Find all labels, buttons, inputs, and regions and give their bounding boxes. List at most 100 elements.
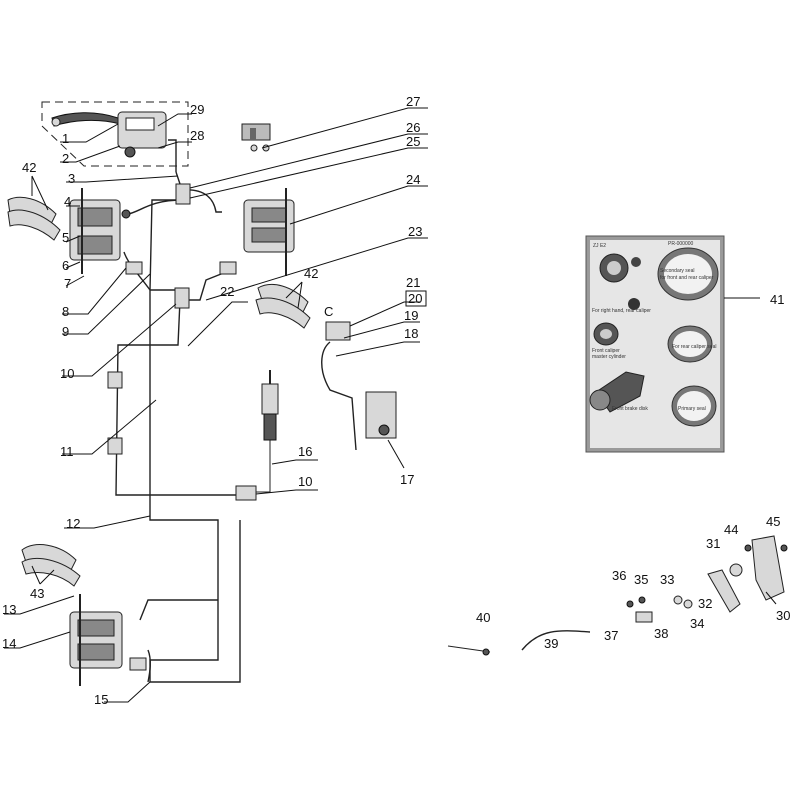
label-37: 37 [604,628,618,643]
leader-7 [65,275,85,287]
leader-18 [335,341,420,357]
leader-14 [4,631,71,649]
tee-junction-upper [175,183,191,205]
seal-2-hole [600,329,612,339]
label-34: 34 [690,616,704,631]
leader-11 [62,399,157,455]
main-hose [149,171,241,683]
rear-distribution-line [115,299,249,496]
label-25: 25 [406,134,420,149]
switch-banjo [263,413,277,441]
leader-lines [4,107,777,703]
leader-24 [289,185,428,225]
photo-text-5: master cylinder [592,354,626,360]
wire-40-end [482,648,490,656]
label-20-box [405,290,427,307]
rear-master-cylinder [321,321,397,451]
rear-reservoir [325,321,351,341]
leader-12 [64,515,151,529]
label-28: 28 [190,128,204,143]
label-38: 38 [654,626,668,641]
label-44: 44 [724,522,738,537]
banjo-outlet [168,139,177,172]
caliper-piston-lower [77,235,113,255]
label-33: 33 [660,572,674,587]
right-piston-lower [251,227,287,243]
label-20: 20 [408,291,422,306]
leader-42a [31,175,49,211]
reservoir-hose [321,341,357,451]
leader-25 [189,147,428,199]
bolt-45 [780,544,788,552]
tee-junction-middle [174,287,190,309]
label-27: 27 [406,94,420,109]
leader-23 [205,237,428,301]
seal-1-hole [607,261,621,275]
dashed-outline [41,101,189,167]
photo-text-3: For right hand, rear caliper [592,308,651,314]
photo-header-left: ZJ E2 [593,243,606,249]
label-19: 19 [404,308,418,323]
leader-10a [62,303,177,377]
leader-42b [285,281,303,309]
seal-bottom-inner [677,391,711,421]
label-16: 16 [298,444,312,459]
part-34 [683,599,693,609]
photo-text-6: For rear caliper seal [672,344,716,350]
label-35: 35 [634,572,648,587]
leader-43 [31,565,55,585]
label-22: 22 [220,284,234,299]
leader-2 [60,145,121,163]
rear-piston-upper [77,619,115,637]
brake-pads-42-right [255,284,311,329]
label-26: 26 [406,120,420,135]
clip-1 [107,371,123,389]
seal-small [631,257,641,267]
label-18: 18 [404,326,418,341]
switch-body [261,383,279,415]
leader-9 [62,273,151,335]
label-14: 14 [2,636,16,651]
label-24: 24 [406,172,420,187]
seal-kit-photo: ZJ E2 PR-000000 Secondary seal for front… [585,235,725,453]
bleed-screw [121,209,131,219]
leader-19 [343,321,420,339]
lever-32 [707,569,741,613]
line-to-switch [248,440,271,493]
label-40: 40 [476,610,490,625]
label-15: 15 [94,692,108,707]
label-43: 43 [30,586,44,601]
leader-27 [261,107,428,149]
brake-light-switch [261,370,279,441]
seal-large-inner [664,254,712,294]
leader-29 [157,113,192,127]
label-4: 4 [64,194,71,209]
label-23: 23 [408,224,422,239]
label-21: 21 [406,275,420,290]
label-c: C [324,304,333,319]
label-7: 7 [64,276,71,291]
photo-text-2: for front and rear caliper [660,275,714,281]
label-41: 41 [770,292,784,307]
bracket-slot [250,128,256,140]
hose-to-left-front [127,199,183,215]
leader-5 [65,235,81,243]
tee-junction-lower [235,485,257,501]
label-8: 8 [62,304,69,319]
pad-b [7,209,61,241]
pad-f [21,558,81,587]
leader-28 [157,141,192,149]
photo-text-4: Front caliper [592,348,620,354]
leader-30 [765,591,777,605]
caliper-piston-upper [77,207,113,227]
label-32: 32 [698,596,712,611]
bushing-31 [729,563,743,577]
brake-lever [51,112,121,127]
seal-medium-inner [673,331,707,357]
mount-bolt [124,146,136,158]
label-30: 30 [776,608,790,623]
leader-26 [189,133,428,189]
label-12: 12 [66,516,80,531]
label-2: 2 [62,151,69,166]
